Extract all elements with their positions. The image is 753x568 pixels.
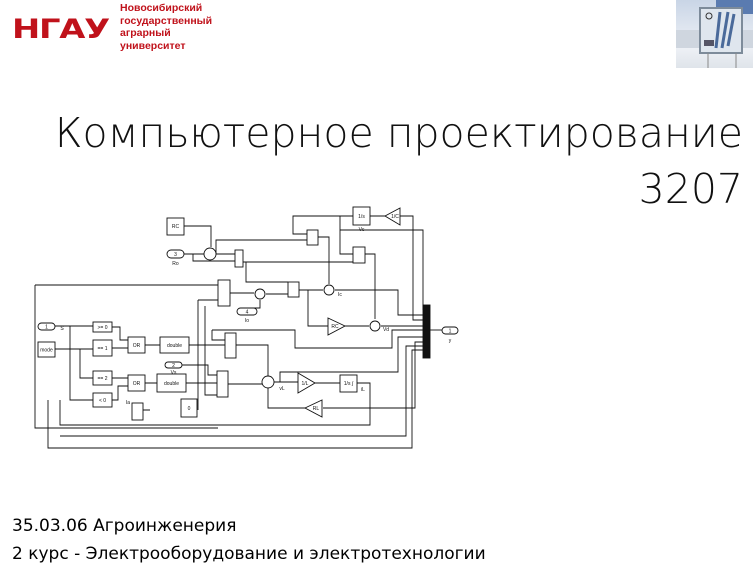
building-sign-graphic — [676, 0, 753, 68]
svg-text:4: 4 — [246, 310, 249, 316]
mux-block — [422, 304, 431, 359]
gain-rl-block — [303, 399, 323, 418]
program-code: 35.03.06 Агроинженерия — [12, 516, 237, 536]
sum-vd-block — [369, 320, 381, 332]
svg-text:OR: OR — [133, 343, 141, 349]
logo-line: государственный — [120, 14, 213, 27]
compare-ge0-block — [92, 321, 113, 333]
sum-ic-block — [323, 284, 335, 296]
svg-text:Ic: Ic — [338, 292, 342, 298]
compare-lt0-block — [92, 392, 113, 408]
product-block — [306, 229, 319, 246]
svg-text:3: 3 — [174, 252, 177, 258]
logo-text: Новосибирский государственный аграрный у… — [120, 2, 212, 52]
logo-line: аграрный — [120, 27, 171, 39]
input-port-4 — [236, 307, 258, 316]
svg-text:2: 2 — [172, 363, 175, 369]
gain-rc-block — [327, 317, 347, 336]
input-port-2 — [164, 361, 183, 369]
blocks — [37, 206, 459, 421]
course-code: 3207 — [638, 165, 743, 213]
university-building-image — [676, 0, 753, 68]
rc-constant-block — [166, 217, 185, 236]
svg-text:mode: mode — [40, 348, 53, 354]
svg-text:RC: RC — [172, 224, 180, 230]
svg-text:== 2: == 2 — [97, 376, 107, 382]
input-port-1 — [37, 322, 56, 331]
switch-block — [224, 332, 237, 359]
svg-text:RC: RC — [331, 324, 339, 330]
svg-text:Vd: Vd — [383, 327, 389, 333]
compare-eq2-block — [92, 370, 113, 386]
svg-text:double: double — [164, 381, 179, 387]
svg-text:0: 0 — [188, 406, 191, 412]
svg-text:S: S — [60, 326, 64, 332]
or-block — [127, 374, 146, 392]
svg-text:1/L: 1/L — [302, 381, 309, 387]
zero-constant-block — [180, 398, 198, 418]
product-ia-block — [131, 402, 144, 421]
logo-mark: НГАУ — [12, 14, 110, 45]
svg-text:RL: RL — [313, 406, 320, 412]
il-integrator-block — [339, 374, 358, 393]
input-port-3 — [166, 249, 185, 259]
slide-footer: 35.03.06 Агроинженерия 2 курс - Электроо… — [12, 512, 486, 568]
svg-text:y: y — [449, 338, 452, 344]
svg-text:double: double — [167, 343, 182, 349]
svg-text:1/s: 1/s — [358, 214, 365, 220]
svg-text:>= 0: >= 0 — [97, 325, 107, 331]
svg-text:1: 1 — [449, 329, 452, 335]
svg-text:< 0: < 0 — [99, 398, 106, 404]
divide-block — [234, 249, 244, 268]
svg-text:Vs: Vs — [171, 370, 177, 376]
gain-1c-block — [384, 207, 401, 226]
sum-block — [254, 288, 266, 300]
logo-line: университет — [120, 39, 186, 52]
output-port-1 — [441, 326, 459, 335]
vc-integrator-block — [352, 206, 371, 226]
sum-block — [203, 247, 217, 261]
svg-text:Ia: Ia — [126, 400, 130, 406]
svg-text:Io: Io — [245, 318, 249, 324]
svg-text:OR: OR — [133, 381, 141, 387]
or-block — [127, 336, 146, 354]
course-title: Компьютерное проектирование — [54, 109, 743, 157]
product-block — [287, 281, 300, 298]
svg-text:1: 1 — [45, 325, 48, 331]
product-block — [352, 246, 366, 264]
compare-eq1-block — [92, 339, 113, 357]
logo-line: Новосибирский — [120, 2, 203, 14]
wires — [34, 215, 442, 449]
switch-block — [217, 279, 231, 307]
slide-title: Компьютерное проектирование 3207 — [55, 105, 743, 217]
university-logo: НГАУ Новосибирский государственный аграр… — [12, 2, 222, 55]
svg-text:1/C: 1/C — [391, 214, 399, 220]
svg-text:== 1: == 1 — [97, 346, 107, 352]
svg-text:1/s ∫: 1/s ∫ — [344, 381, 354, 387]
switch-block — [216, 370, 229, 398]
double-block — [159, 336, 190, 354]
svg-text:vL: vL — [279, 386, 285, 392]
svg-text:Vc: Vc — [359, 227, 365, 233]
double-block — [156, 373, 187, 393]
svg-text:iL: iL — [361, 387, 365, 393]
mode-block — [37, 341, 56, 358]
course-info: 2 курс - Электрооборудование и электроте… — [12, 544, 486, 564]
gain-1l-block — [297, 372, 316, 394]
block-labels: RC 3 Ro 1/s Vc 1/C 4 Io Ic RC Vd 1 S mod… — [40, 214, 452, 412]
svg-text:Ro: Ro — [172, 261, 179, 267]
sum-vl-block — [261, 375, 275, 389]
